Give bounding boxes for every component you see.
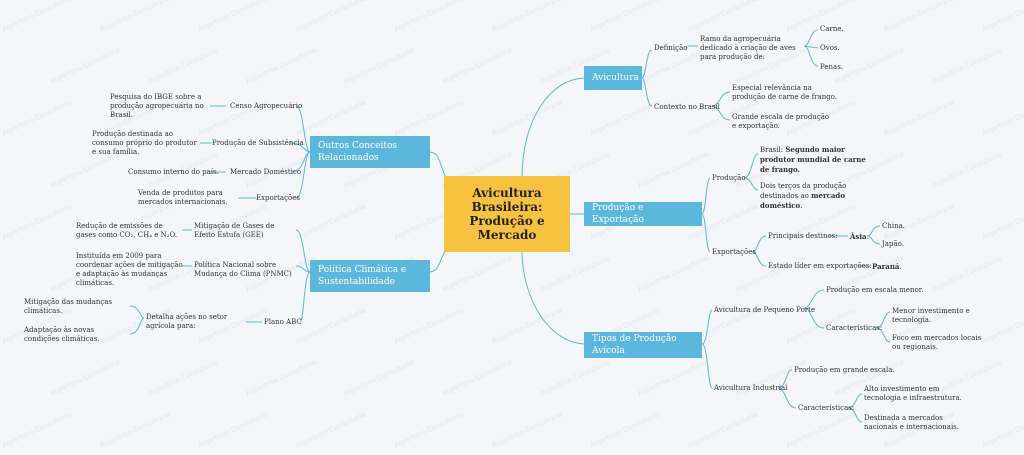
- node-japao[interactable]: Japão.: [882, 240, 904, 248]
- asia-suffix: :: [866, 233, 869, 241]
- node-industrial[interactable]: Avicultura Industrial: [714, 384, 788, 392]
- node-subsistencia-text[interactable]: Produção destinada ao consumo próprio do…: [92, 130, 197, 156]
- central-topic[interactable]: Avicultura Brasileira: Produção e Mercad…: [444, 176, 570, 252]
- node-industrial-car-2[interactable]: Destinada a mercados nacionais e interna…: [864, 414, 960, 431]
- node-industrial-car-1[interactable]: Alto investimento em tecnologia e infrae…: [864, 385, 962, 402]
- node-subsistencia[interactable]: Produção de Subsistência: [212, 139, 304, 147]
- node-gee-text[interactable]: Redução de emissões de gases como CO₂, C…: [76, 222, 178, 239]
- parana-bold: Paraná: [872, 262, 900, 271]
- node-exportacoes-outros[interactable]: Exportações: [256, 194, 300, 202]
- node-principais-destinos[interactable]: Principais destinos:: [768, 232, 838, 240]
- branch-producao-exportacao[interactable]: Produção e Exportação: [584, 202, 702, 226]
- branch-politica-climatica[interactable]: Política Climática e Sustentabilidade: [310, 260, 430, 292]
- node-producao[interactable]: Produção: [712, 174, 746, 182]
- node-ovos[interactable]: Ovos.: [820, 44, 840, 52]
- node-pequeno-car-1[interactable]: Menor investimento e tecnologia.: [892, 307, 970, 324]
- node-mercado-domestico[interactable]: Mercado Doméstico: [230, 168, 302, 176]
- branch-outros-conceitos[interactable]: Outros Conceitos Relacionados: [310, 136, 430, 168]
- producao-2-suffix: .: [800, 202, 803, 210]
- node-industrial-caracteristicas[interactable]: Características:: [798, 404, 855, 412]
- node-pequeno-car-2[interactable]: Foco em mercados locais ou regionais.: [892, 334, 982, 351]
- parana-suffix: .: [899, 263, 902, 271]
- node-domestico-text[interactable]: Consumo interno do país.: [128, 168, 219, 176]
- node-china[interactable]: China.: [882, 222, 906, 230]
- node-gee[interactable]: Mitigação de Gases de Efeito Estufa (GEE…: [194, 222, 275, 239]
- node-definicao-text[interactable]: Ramo da agropecuária dedicado à criação …: [700, 35, 796, 61]
- node-exportacoes-text[interactable]: Venda de produtos para mercados internac…: [138, 189, 228, 206]
- producao-2-bold: mercado doméstico: [760, 191, 845, 210]
- node-contexto-2[interactable]: Grande escala de produção e exportação.: [732, 113, 830, 130]
- node-abc-mitigacao[interactable]: Mitigação das mudanças climáticas.: [24, 298, 113, 315]
- node-pequeno-porte[interactable]: Avicultura de Pequeno Porte: [714, 306, 816, 314]
- node-producao-2[interactable]: Dois terços da produção destinados ao me…: [760, 182, 868, 211]
- branch-avicultura[interactable]: Avicultura: [584, 66, 642, 90]
- asia-bold: Ásia: [850, 232, 867, 241]
- node-censo[interactable]: Censo Agropecuário: [230, 102, 303, 110]
- node-carne[interactable]: Carne.: [820, 25, 844, 33]
- node-parana[interactable]: Paraná.: [872, 262, 902, 272]
- producao-2-prefix: Dois terços da produção destinados ao: [760, 182, 847, 200]
- node-plano-abc[interactable]: Plano ABC: [264, 318, 302, 326]
- node-asia[interactable]: Ásia:: [850, 232, 869, 242]
- node-definicao[interactable]: Definição: [654, 44, 688, 52]
- node-exportacoes[interactable]: Exportações: [712, 248, 756, 256]
- node-penas[interactable]: Penas.: [820, 63, 844, 71]
- node-producao-1[interactable]: Brasil: Segundo maior produtor mundial d…: [760, 145, 868, 175]
- node-abc-adaptacao[interactable]: Adaptação às novas condições climáticas.: [24, 326, 100, 343]
- node-censo-text[interactable]: Pesquisa do IBGE sobre a produção agrope…: [110, 93, 204, 119]
- node-estado-lider[interactable]: Estado líder em exportações:: [768, 262, 872, 270]
- node-contexto-1[interactable]: Especial relevância na produção de carne…: [732, 84, 837, 101]
- node-contexto-brasil[interactable]: Contexto no Brasil: [654, 103, 720, 111]
- node-abc-text[interactable]: Detalha ações no setor agrícola para:: [146, 313, 228, 330]
- node-pnmc-text[interactable]: Instituída em 2009 para coordenar ações …: [76, 252, 183, 287]
- node-pequeno-caracteristicas[interactable]: Características:: [826, 324, 883, 332]
- node-pequeno-1[interactable]: Produção em escala menor.: [826, 286, 924, 294]
- branch-tipos-producao[interactable]: Tipos de Produção Avícola: [584, 332, 702, 358]
- node-industrial-1[interactable]: Produção em grande escala.: [794, 366, 895, 374]
- producao-1-prefix: Brasil:: [760, 146, 786, 154]
- producao-1-bold: Segundo maior produtor mundial de carne …: [760, 145, 866, 174]
- node-pnmc[interactable]: Política Nacional sobre Mudança do Clima…: [194, 261, 292, 278]
